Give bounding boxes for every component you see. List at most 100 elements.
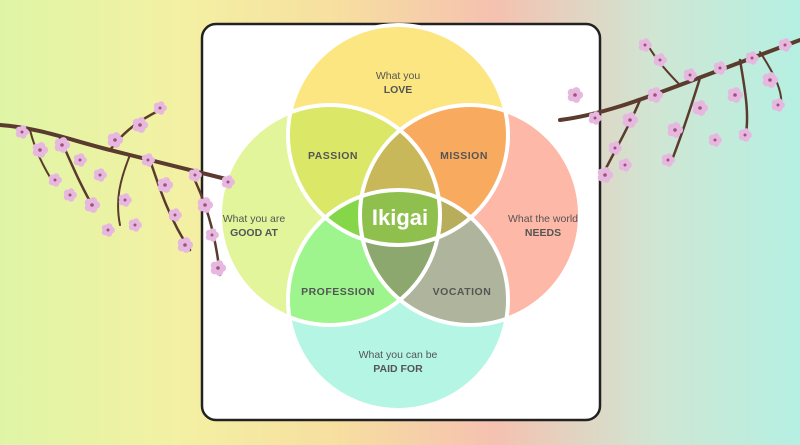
blossom-center	[718, 66, 722, 70]
blossom-petal	[712, 133, 720, 140]
blossom-center	[666, 158, 670, 162]
blossom-petal	[137, 117, 146, 125]
blossom-petal	[132, 218, 140, 225]
blossom-petal	[105, 223, 113, 230]
blossom-center	[698, 106, 702, 110]
blossom-petal	[717, 61, 725, 68]
blossom-center	[643, 43, 647, 47]
blossom-petal	[215, 260, 224, 268]
blossom-center	[226, 180, 230, 184]
outline-world-needs	[358, 103, 582, 327]
label-vocation: VOCATION	[433, 286, 492, 298]
blossom-center	[750, 56, 754, 60]
blossom-petal	[642, 38, 650, 45]
label-world-needs-line2: NEEDS	[525, 227, 561, 239]
blossom-center	[216, 266, 220, 270]
blossom-center	[193, 173, 197, 177]
blossom-petal	[122, 193, 130, 200]
outline-good-at	[218, 103, 442, 327]
blossom-petal	[592, 111, 600, 118]
blossom-petal	[672, 122, 681, 130]
blossom-petal	[37, 142, 46, 150]
blossom-center	[713, 138, 717, 142]
label-paid-for-line1: What you can be	[359, 349, 438, 361]
blossom-center	[163, 183, 167, 187]
label-paid-for-line2: PAID FOR	[373, 363, 423, 375]
blossom-petal	[112, 132, 121, 140]
label-love-line1: What you	[376, 70, 421, 82]
blossom-petal	[225, 175, 233, 182]
label-good-at-line2: GOOD AT	[230, 227, 278, 239]
blossom-center	[38, 148, 42, 152]
label-ikigai: Ikigai	[372, 205, 428, 230]
blossom-center	[90, 203, 94, 207]
blossom-center	[173, 213, 177, 217]
blossom-petal	[775, 98, 783, 105]
blossom-petal	[782, 38, 790, 45]
blossom-petal	[732, 87, 741, 95]
blossom-petal	[572, 87, 581, 95]
blossom-petal	[602, 167, 611, 175]
blossom-center	[20, 130, 24, 134]
blossom-center	[203, 203, 207, 207]
blossom-petal	[612, 141, 620, 148]
blossom-petal	[162, 177, 171, 185]
blossom-center	[183, 243, 187, 247]
blossom-center	[573, 93, 577, 97]
blossom-center	[60, 143, 64, 147]
blossom-center	[603, 173, 607, 177]
blossom-center	[776, 103, 780, 107]
blossom-petal	[89, 197, 98, 205]
region-bottom-left-right	[360, 190, 440, 325]
blossom-center	[210, 233, 214, 237]
blossom-petal	[627, 112, 636, 120]
blossom-center	[688, 73, 692, 77]
blossom-petal	[145, 153, 153, 160]
blossom-petal	[687, 68, 695, 75]
blossom-center	[123, 198, 127, 202]
blossom-petal	[697, 100, 706, 108]
blossom-center	[658, 58, 662, 62]
blossom-center	[733, 93, 737, 97]
blossom-petal	[59, 137, 68, 145]
label-mission: MISSION	[440, 150, 488, 162]
blossom-petal	[749, 51, 757, 58]
blossom-petal	[182, 237, 191, 245]
blossom-center	[673, 128, 677, 132]
outline-paid-for	[286, 188, 510, 412]
blossom-center	[138, 123, 142, 127]
blossom-center	[613, 146, 617, 150]
label-world-needs-line1: What the world	[508, 213, 578, 225]
label-passion: PASSION	[308, 150, 358, 162]
outline-love	[286, 23, 510, 247]
blossom-center	[593, 116, 597, 120]
label-good-at-line1: What you are	[223, 213, 286, 225]
label-love-line2: LOVE	[384, 84, 413, 96]
blossom-petal	[52, 173, 60, 180]
blossom-petal	[657, 53, 665, 60]
blossom-petal	[77, 153, 85, 160]
right-blossoms	[567, 38, 792, 183]
blossom-petal	[157, 101, 165, 108]
blossom-center	[53, 178, 57, 182]
blossom-center	[743, 133, 747, 137]
blossom-center	[133, 223, 137, 227]
blossom-petal	[209, 228, 217, 235]
blossom-center	[158, 106, 162, 110]
label-profession: PROFESSION	[301, 286, 375, 298]
blossom-center	[768, 78, 772, 82]
blossom-petal	[665, 153, 673, 160]
blossom-petal	[67, 188, 75, 195]
blossom-petal	[767, 72, 776, 80]
left-blossoms	[15, 101, 235, 276]
blossom-center	[783, 43, 787, 47]
blossom-center	[653, 93, 657, 97]
blossom-center	[78, 158, 82, 162]
region-top-left-right	[360, 105, 440, 245]
blossom-center	[106, 228, 110, 232]
blossom-center	[628, 118, 632, 122]
blossom-petal	[652, 87, 661, 95]
blossom-center	[623, 163, 627, 167]
blossom-petal	[97, 168, 105, 175]
